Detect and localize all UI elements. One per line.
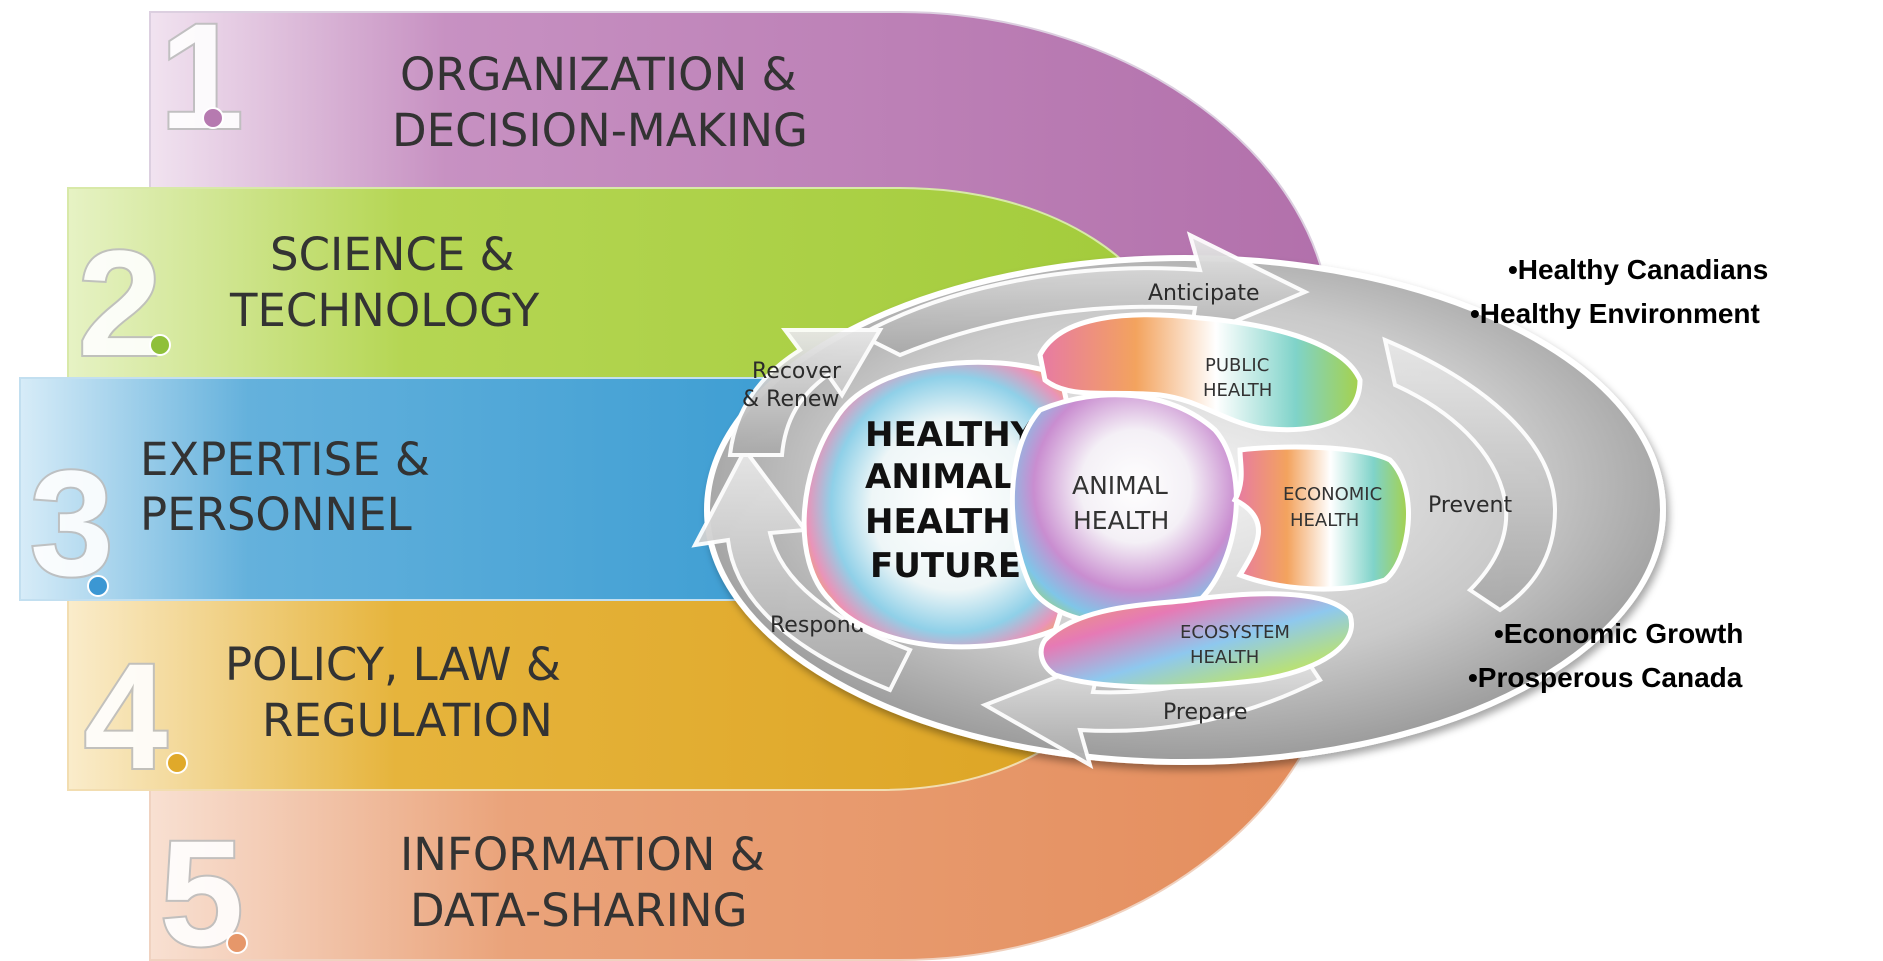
pillar-title-5-line1: INFORMATION & bbox=[400, 828, 765, 881]
economic-health-blob bbox=[1231, 444, 1411, 592]
cycle-label-anticipate: Anticipate bbox=[1148, 281, 1260, 306]
pillar-title-5-line2: DATA-SHARING bbox=[410, 884, 747, 937]
core-blob bbox=[801, 359, 1077, 650]
pillar-title-3-line1: EXPERTISE & bbox=[140, 433, 430, 486]
arrow-recover bbox=[727, 328, 884, 457]
economic-health-line1: ECONOMIC bbox=[1283, 484, 1382, 505]
pillar-title-2-line2: TECHNOLOGY bbox=[229, 284, 540, 337]
pillar-number-5: 5 bbox=[160, 809, 243, 961]
outcomes-bottom: •Economic Growth •Prosperous Canada bbox=[1468, 612, 1743, 700]
pillar-dot-3 bbox=[87, 575, 109, 597]
outcome-healthy-canadians: •Healthy Canadians bbox=[1508, 254, 1769, 285]
public-health-line1: PUBLIC bbox=[1205, 355, 1269, 376]
pillar-title-4-line2: REGULATION bbox=[262, 694, 553, 747]
economic-health-line2: HEALTH bbox=[1290, 510, 1359, 531]
pillar-dot-1 bbox=[202, 107, 224, 129]
pillar-number-1: 1 bbox=[160, 0, 243, 160]
outcome-economic-growth: •Economic Growth bbox=[1494, 618, 1744, 649]
pillar-dot-5 bbox=[226, 932, 248, 954]
pillar-title-1-line2: DECISION-MAKING bbox=[392, 104, 808, 157]
cycle-label-recover-line2: & Renew bbox=[742, 387, 839, 412]
animal-health-line1: ANIMAL bbox=[1072, 471, 1168, 500]
public-health-blob bbox=[1037, 312, 1363, 433]
ecosystem-health-line1: ECOSYSTEM bbox=[1180, 622, 1290, 643]
pillar-title-4-line1: POLICY, LAW & bbox=[225, 638, 561, 691]
cycle-label-prevent: Prevent bbox=[1428, 493, 1512, 518]
core-label-line2: ANIMALS bbox=[865, 457, 1039, 497]
cycle-label-recover-line1: Recover bbox=[752, 359, 842, 384]
pillar-dot-2 bbox=[149, 334, 171, 356]
pillar-band-3 bbox=[19, 377, 781, 601]
pillar-number-2: 2 bbox=[78, 219, 161, 387]
ecosystem-health-line2: HEALTH bbox=[1190, 647, 1259, 668]
pillar-dot-4 bbox=[166, 752, 188, 774]
pillar-title-3-line2: PERSONNEL bbox=[140, 488, 412, 541]
animal-health-line2: HEALTH bbox=[1073, 506, 1169, 535]
core-label-line3: HEALTHY bbox=[865, 502, 1036, 542]
public-health-line2: HEALTH bbox=[1203, 380, 1272, 401]
pillar-number-4: 4 bbox=[84, 632, 167, 800]
pillar-title-2-line1: SCIENCE & bbox=[270, 228, 515, 281]
pillar-title-1-line1: ORGANIZATION & bbox=[400, 48, 797, 101]
core-label-line1: HEALTHY bbox=[865, 415, 1036, 455]
pillar-number-3: 3 bbox=[30, 439, 113, 607]
ecosystem-health-blob bbox=[1038, 591, 1354, 690]
arrow-prevent bbox=[1382, 336, 1558, 613]
outcome-healthy-environment: •Healthy Environment bbox=[1470, 298, 1760, 329]
outcomes-top: •Healthy Canadians •Healthy Environment bbox=[1470, 248, 1768, 336]
cycle-label-prepare: Prepare bbox=[1163, 700, 1248, 725]
outcome-prosperous-canada: •Prosperous Canada bbox=[1468, 662, 1743, 693]
core-label-line4: FUTURE bbox=[870, 546, 1021, 586]
